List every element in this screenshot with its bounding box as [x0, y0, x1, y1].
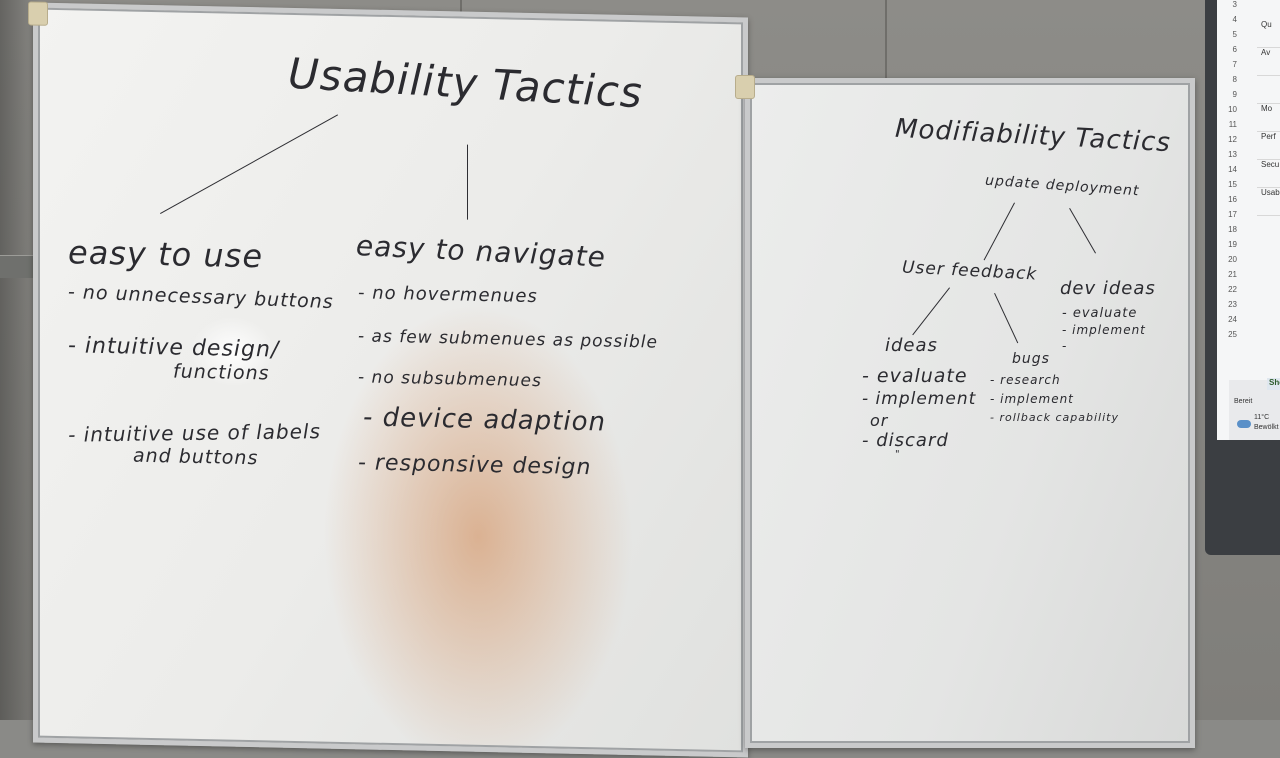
- list-item: - rollback capability: [990, 411, 1119, 424]
- easy-to-navigate-heading: easy to navigate: [355, 229, 607, 274]
- list-item: - no hovermenues: [358, 282, 538, 308]
- connector-line: [160, 114, 339, 215]
- status-bar: Bereit 11°C Bewölkt: [1229, 380, 1280, 440]
- connector-line: [983, 202, 1015, 261]
- row-number: 9: [1232, 90, 1237, 99]
- wall-panel: [885, 0, 887, 80]
- monitor: 3 4 5 6 7 8 9 10 11 12 13 14 15 16 17 18…: [1205, 0, 1280, 555]
- list-item: - discard: [862, 430, 949, 451]
- board-clip: [28, 1, 48, 26]
- status-text: Bereit: [1234, 398, 1253, 405]
- row-number: 16: [1228, 195, 1237, 204]
- row-number: 21: [1228, 270, 1237, 279]
- list-item: - no subsubmenues: [358, 367, 542, 392]
- monitor-screen: 3 4 5 6 7 8 9 10 11 12 13 14 15 16 17 18…: [1217, 0, 1280, 440]
- list-item: - evaluate: [862, 365, 968, 387]
- board-clip: [735, 75, 755, 99]
- sheet-tab[interactable]: Shee: [1267, 378, 1280, 390]
- row-number: 10: [1228, 105, 1237, 114]
- update-deployment: update deployment: [984, 172, 1140, 200]
- spreadsheet-cell[interactable]: Usab: [1257, 188, 1280, 216]
- list-item: - intuitive design/: [68, 333, 280, 363]
- connector-line: [912, 287, 950, 336]
- spreadsheet-cell[interactable]: Mo: [1257, 104, 1280, 132]
- spreadsheet-cell[interactable]: Perf: [1257, 132, 1280, 160]
- weather-desc: Bewölkt: [1254, 424, 1279, 431]
- list-item: -: [1062, 339, 1068, 353]
- list-item: - device adaption: [363, 402, 606, 438]
- spreadsheet-cell[interactable]: Av: [1257, 48, 1280, 76]
- spreadsheet-cells: Qu Av Mo Perf Secu Usab: [1257, 20, 1280, 216]
- list-item: - implement: [862, 389, 977, 409]
- row-number: 4: [1232, 15, 1237, 24]
- connector-line: [467, 144, 468, 220]
- connector-line: [1069, 208, 1096, 254]
- row-number: 24: [1228, 315, 1237, 324]
- row-number: 13: [1228, 150, 1237, 159]
- row-number: 8: [1232, 75, 1237, 84]
- row-number: 3: [1232, 0, 1237, 9]
- row-number: 11: [1228, 120, 1237, 129]
- row-number: 5: [1232, 30, 1237, 39]
- row-number: 18: [1228, 225, 1237, 234]
- list-item: or: [870, 411, 889, 430]
- row-number: 15: [1228, 180, 1237, 189]
- row-number: 14: [1228, 165, 1237, 174]
- row-number: 23: [1228, 300, 1237, 309]
- easy-to-use-heading: easy to use: [68, 233, 264, 276]
- spreadsheet-cell[interactable]: [1257, 76, 1280, 104]
- list-item: - no unnecessary buttons: [67, 280, 334, 314]
- modifiability-title: Modifiability Tactics: [894, 113, 1172, 159]
- list-item: - implement: [1062, 323, 1146, 337]
- row-number: 25: [1228, 330, 1237, 339]
- list-item: - as few submenues as possible: [358, 326, 658, 353]
- row-number: 17: [1228, 210, 1237, 219]
- list-item: ": [895, 449, 901, 460]
- usability-title: Usability Tactics: [287, 48, 644, 118]
- user-feedback: User feedback: [901, 257, 1038, 285]
- list-item: - research: [990, 373, 1061, 387]
- row-number: 19: [1228, 240, 1237, 249]
- row-number: 7: [1232, 60, 1237, 69]
- spreadsheet-cell[interactable]: Qu: [1257, 20, 1280, 48]
- row-number: 12: [1228, 135, 1237, 144]
- weather-temp: 11°C: [1254, 414, 1270, 421]
- list-item: - responsive design: [358, 450, 592, 481]
- cloud-icon: [1237, 420, 1251, 428]
- list-item: and buttons: [133, 444, 259, 470]
- row-number: 20: [1228, 255, 1237, 264]
- spreadsheet-row-numbers: 3 4 5 6 7 8 9 10 11 12 13 14 15 16 17 18…: [1217, 0, 1237, 345]
- list-item: - intuitive use of labels: [67, 419, 322, 447]
- row-number: 6: [1232, 45, 1237, 54]
- whiteboard-left: Usability Tactics easy to use - no unnec…: [28, 1, 748, 758]
- list-item: functions: [173, 360, 270, 385]
- row-number: 22: [1228, 285, 1237, 294]
- ideas-heading: ideas: [885, 335, 938, 356]
- connector-line: [994, 293, 1019, 344]
- whiteboard-right: Modifiability Tactics update deployment …: [735, 75, 1195, 748]
- list-item: - evaluate: [1062, 306, 1138, 321]
- bugs-heading: bugs: [1012, 351, 1050, 367]
- spreadsheet-cell[interactable]: Secu: [1257, 160, 1280, 188]
- list-item: - implement: [990, 392, 1074, 406]
- dev-ideas-heading: dev ideas: [1060, 278, 1156, 299]
